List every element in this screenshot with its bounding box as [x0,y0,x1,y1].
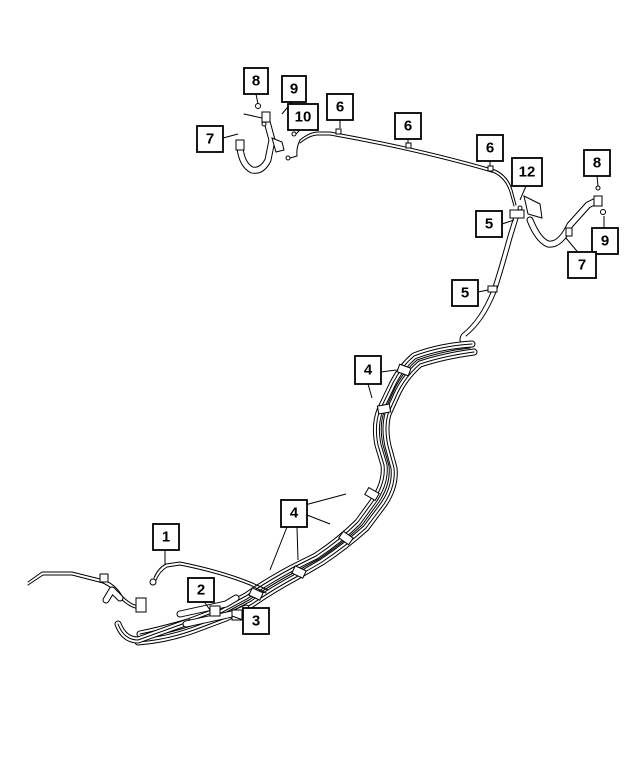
brake-line-2-and-3 [176,594,250,628]
callout-8-left: 8 [243,67,269,95]
callout-6-c: 6 [476,134,504,162]
leader-lines [164,93,605,621]
callout-2: 2 [187,577,215,603]
svg-text:8: 8 [252,73,260,90]
callout-1: 1 [152,523,180,551]
svg-text:9: 9 [290,81,298,98]
front-left-brake-line [27,571,192,644]
rear-crossover-line [285,128,517,207]
svg-text:7: 7 [578,257,586,274]
callout-7-left: 7 [196,125,224,153]
callout-4-upper: 4 [354,355,382,385]
svg-text:2: 2 [197,582,205,599]
svg-text:6: 6 [404,118,412,135]
svg-text:6: 6 [336,99,344,116]
front-brake-line-1 [149,561,269,594]
right-rear-brake-hose [517,185,606,248]
callout-5-upper: 5 [475,210,503,238]
callout-9-left: 9 [281,75,307,103]
svg-text:5: 5 [485,216,493,233]
callout-8-right: 8 [583,149,611,177]
svg-text:6: 6 [486,140,494,157]
callout-7-right: 7 [567,251,597,279]
svg-text:5: 5 [461,285,469,302]
callout-10: 10 [287,103,319,131]
callout-6-a: 6 [326,93,354,121]
svg-text:3: 3 [252,613,260,630]
callout-12: 12 [511,157,543,187]
svg-text:10: 10 [295,109,312,126]
svg-text:12: 12 [519,164,536,181]
rear-brake-line-5 [459,209,525,345]
callout-5-lower: 5 [451,279,479,307]
callout-4-lower: 4 [280,499,308,528]
svg-text:7: 7 [206,131,214,148]
left-rear-brake-hose [235,103,297,174]
callout-9-right: 9 [591,227,619,255]
svg-text:4: 4 [364,362,373,379]
brake-line-bundle-4 [134,340,478,646]
callout-6-b: 6 [394,112,422,140]
svg-text:1: 1 [162,529,170,546]
svg-text:8: 8 [593,155,601,172]
svg-text:9: 9 [601,233,609,250]
callout-3: 3 [242,607,270,635]
svg-text:4: 4 [290,505,299,522]
